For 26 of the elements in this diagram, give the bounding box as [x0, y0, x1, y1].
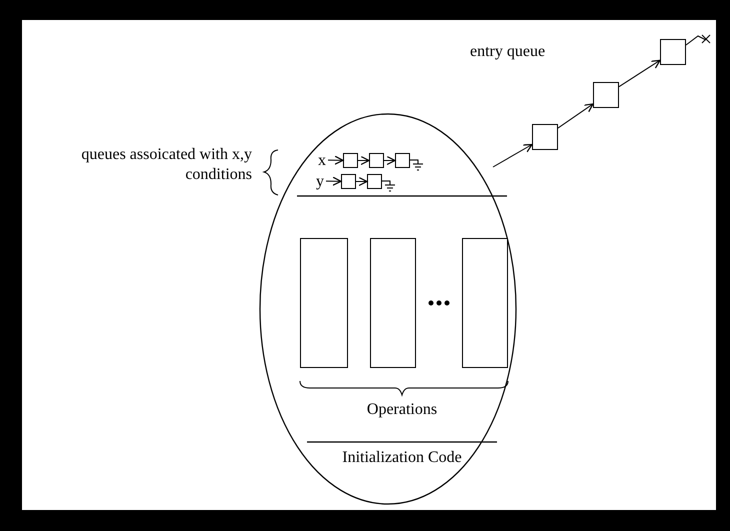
queue-box	[367, 174, 382, 189]
queue-label: y	[316, 172, 324, 192]
queue-box	[369, 153, 384, 168]
arrow	[384, 156, 396, 166]
arrow	[326, 176, 342, 186]
queue-box	[395, 153, 410, 168]
queue-caption: queues assoicated with x,y conditions	[80, 145, 252, 185]
arrow	[358, 156, 370, 166]
operation-box	[300, 238, 348, 368]
arrow	[618, 60, 661, 88]
arrow	[356, 176, 368, 186]
section-label: Initialization Code	[341, 448, 463, 468]
queue-label: x	[318, 151, 326, 171]
arrow	[328, 156, 344, 165]
queue-box	[532, 124, 558, 150]
queue-box	[593, 82, 619, 108]
queue-box	[343, 153, 358, 168]
arrow	[492, 144, 533, 168]
section-label: Operations	[366, 400, 438, 420]
operation-box	[370, 238, 416, 368]
operation-box	[462, 238, 508, 368]
queue-caption: entry queue	[470, 42, 546, 62]
monitor-ellipse	[259, 113, 517, 505]
queue-box	[660, 39, 686, 65]
queue-box	[341, 174, 356, 189]
arrow	[558, 103, 594, 129]
